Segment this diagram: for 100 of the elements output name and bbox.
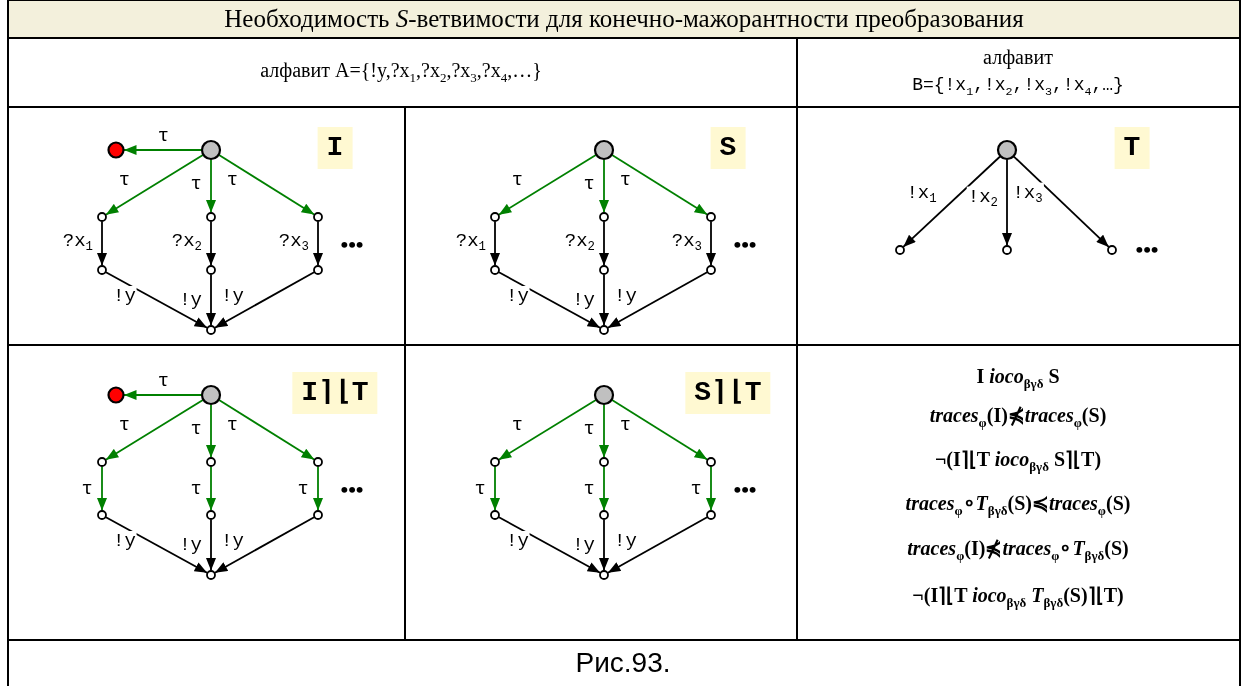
panel-label: I <box>317 127 353 169</box>
state-circle <box>97 457 107 467</box>
state-circle <box>1002 245 1012 255</box>
caption: Рис.93. <box>575 647 671 679</box>
initial-state-circle <box>200 139 222 161</box>
arrow <box>105 516 208 574</box>
arrow <box>599 158 609 214</box>
alphabet-text: алфавит <box>983 45 1053 69</box>
arrow <box>206 273 216 327</box>
ellipsis: ••• <box>340 477 364 503</box>
state-circle <box>206 325 216 335</box>
arrow <box>599 403 609 459</box>
arrow <box>313 465 323 512</box>
state-circle <box>706 212 716 222</box>
initial-state-circle <box>593 384 615 406</box>
arrow <box>218 399 316 461</box>
arrow <box>607 271 708 329</box>
ellipsis: ••• <box>1135 237 1159 263</box>
state-circle <box>97 265 107 275</box>
arrow <box>97 220 107 267</box>
state-circle <box>313 510 323 520</box>
formula: I ioco$_{βγδ}$ S <box>976 364 1060 392</box>
state-circle <box>599 212 609 222</box>
state-circle <box>895 245 905 255</box>
arrow <box>599 518 609 572</box>
state-circle <box>313 265 323 275</box>
state-circle <box>206 212 216 222</box>
state-circle <box>313 457 323 467</box>
initial-state-circle <box>593 139 615 161</box>
state-circle <box>706 457 716 467</box>
arrow <box>497 154 597 216</box>
arrow <box>214 516 315 574</box>
arrow <box>706 220 716 267</box>
state-circle <box>490 457 500 467</box>
state-circle <box>1107 245 1117 255</box>
arrow <box>105 271 208 329</box>
formula: ¬(I⌉⌊T ioco$_{βγδ}$ T$_{βγδ}$(S)⌉⌊T) <box>912 583 1124 611</box>
arrow <box>104 154 204 216</box>
arrow <box>104 399 204 461</box>
arrow <box>206 220 216 267</box>
alphabet-text: алфавит A={!y,?x$_{1}$,?x$_{2}$,?x$_{3}$,?x$_{4}$,…} <box>260 58 542 86</box>
title: Необходимость S-ветвимости для конечно-мажорантности преобразования <box>224 5 1024 33</box>
formula: ¬(I⌉⌊T ioco$_{βγδ}$ S⌉⌊T) <box>934 447 1102 475</box>
initial-state-circle <box>200 384 222 406</box>
formula: traces$_{φ}$(I)⋠traces$_{φ}$(S) <box>929 403 1107 431</box>
state-circle <box>599 457 609 467</box>
arrow <box>123 390 203 400</box>
panel-label: T <box>1114 127 1150 169</box>
arrow <box>497 399 597 461</box>
arrow <box>611 399 709 461</box>
state-circle <box>97 510 107 520</box>
state-circle <box>490 510 500 520</box>
arrow <box>218 154 316 216</box>
arrow <box>607 516 708 574</box>
alphabet-text: B={!x$_{1}$,!x$_{2}$,!x$_{3}$,!x$_{4}$,…} <box>912 75 1124 99</box>
arrow <box>490 465 500 512</box>
state-circle <box>206 570 216 580</box>
state-circle <box>599 510 609 520</box>
arrow <box>313 220 323 267</box>
state-circle <box>706 265 716 275</box>
arrow <box>902 155 1001 248</box>
state-circle <box>706 510 716 520</box>
state-circle <box>206 265 216 275</box>
arrow <box>498 271 601 329</box>
panel-label: S <box>710 127 746 169</box>
arrow <box>206 518 216 572</box>
arrow <box>206 465 216 512</box>
arrow <box>123 145 203 155</box>
ellipsis: ••• <box>733 477 757 503</box>
state-circle <box>599 325 609 335</box>
state-circle <box>313 212 323 222</box>
arrow <box>97 465 107 512</box>
state-circle <box>206 457 216 467</box>
ellipsis: ••• <box>733 232 757 258</box>
state-circle <box>107 141 125 159</box>
state-circle <box>490 265 500 275</box>
arrow <box>706 465 716 512</box>
ellipsis: ••• <box>340 232 364 258</box>
arrow <box>599 273 609 327</box>
arrow <box>206 403 216 459</box>
arrow <box>599 220 609 267</box>
arrow <box>490 220 500 267</box>
formula: traces$_{φ}$∘T$_{βγδ}$(S)≼traces$_{φ}$(S) <box>905 491 1131 519</box>
state-circle <box>599 570 609 580</box>
arrow <box>498 516 601 574</box>
arrow <box>611 154 709 216</box>
panel-label: S⌉⌊T <box>685 372 771 414</box>
state-circle <box>107 386 125 404</box>
state-circle <box>490 212 500 222</box>
arrow <box>214 271 315 329</box>
panel-label: I⌉⌊T <box>292 372 378 414</box>
state-circle <box>97 212 107 222</box>
arrow <box>206 158 216 214</box>
arrow <box>599 465 609 512</box>
arrow <box>1013 155 1110 248</box>
formula: traces$_{φ}$(I)⋠traces$_{φ}$∘T$_{βγδ}$(S) <box>907 536 1129 564</box>
arrow <box>1002 158 1012 247</box>
initial-state-circle <box>996 139 1018 161</box>
state-circle <box>599 265 609 275</box>
state-circle <box>206 510 216 520</box>
